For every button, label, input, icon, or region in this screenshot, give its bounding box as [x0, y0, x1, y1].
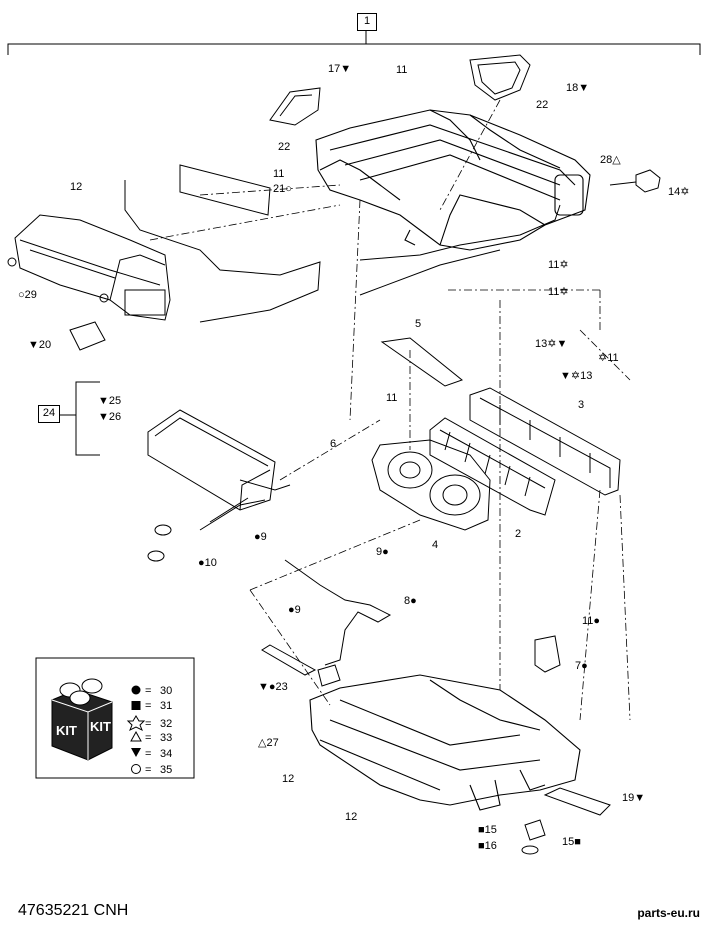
svg-text:=: = — [145, 718, 151, 730]
callout-27: △27 — [258, 737, 279, 749]
callout-11: 11● — [582, 615, 600, 627]
part-8-pipe — [284, 559, 392, 666]
callout-11: 11 — [386, 392, 397, 404]
legend-number: 30 — [160, 685, 172, 697]
legend-number: 35 — [160, 764, 172, 776]
callout-11: ✡11 — [598, 352, 619, 364]
callout-22: 22 — [278, 141, 290, 153]
callout-12: 12 — [70, 181, 82, 193]
svg-text:=: = — [145, 685, 151, 697]
kit-box-icon: KIT KIT — [51, 678, 113, 761]
part-18-gasket — [469, 54, 531, 101]
kit-label-left: KIT — [56, 723, 77, 738]
heater-core — [147, 409, 291, 562]
callout-16: ■16 — [478, 840, 497, 852]
legend-row-32: = 32 — [126, 715, 172, 732]
callout-9: ●9 — [254, 531, 267, 543]
legend-number: 34 — [160, 748, 172, 760]
callout-17: 17▼ — [328, 63, 351, 75]
callout-19: 19▼ — [622, 792, 645, 804]
legend-number: 31 — [160, 700, 172, 712]
callout-6: 6 — [330, 438, 336, 450]
part-17-flap — [269, 87, 321, 126]
callout-2: 2 — [515, 528, 521, 540]
part-7-actuator — [534, 635, 561, 673]
callout-18: 18▼ — [566, 82, 589, 94]
callout-11: 11✡ — [548, 259, 569, 271]
callout-15: 15■ — [562, 836, 581, 848]
top-bracket-line — [7, 43, 701, 55]
legend-row-34: = 34 — [131, 748, 172, 760]
svg-text:=: = — [145, 748, 151, 760]
svg-text:=: = — [145, 700, 151, 712]
callout-12: 12 — [345, 811, 357, 823]
callout-9: 9● — [376, 546, 389, 558]
callout-28: 28△ — [600, 154, 621, 166]
legend-row-33: = 33 — [130, 730, 172, 744]
callout-29: ○29 — [18, 289, 37, 301]
lower-housing — [309, 674, 581, 811]
part-14-knob — [635, 169, 661, 193]
callout-8: 8● — [404, 595, 417, 607]
callout-26: ▼26 — [98, 411, 121, 423]
callout-23: ▼●23 — [258, 681, 288, 693]
legend-number: 33 — [160, 732, 172, 744]
part-20-plate — [69, 321, 106, 351]
callout-11: 11 — [273, 168, 284, 180]
part-number-footer: 47635221 CNH — [18, 902, 129, 919]
sub-assembly-bracket — [75, 381, 100, 456]
callout-13: ▼✡13 — [560, 370, 592, 382]
callout-11: 11✡ — [548, 286, 569, 298]
upper-housing — [315, 109, 591, 251]
legend-row-35: = 35 — [131, 764, 172, 776]
callout-10: ●10 — [198, 557, 217, 569]
callout-7: 7● — [575, 660, 588, 672]
callout-21: 21○ — [273, 183, 292, 195]
callout-22: 22 — [536, 99, 548, 111]
part-4-blower — [371, 439, 491, 531]
watermark: parts-eu.ru — [637, 906, 700, 920]
callout-15: ■15 — [478, 824, 497, 836]
callout-25: ▼25 — [98, 395, 121, 407]
left-duct — [7, 214, 171, 321]
part-2-filter — [429, 417, 556, 516]
assembly-ref-box: 1 — [357, 13, 377, 31]
callout-4: 4 — [432, 539, 438, 551]
callout-13: 13✡▼ — [535, 338, 567, 350]
part-19-gasket — [543, 787, 611, 816]
callout-5: 5 — [415, 318, 421, 330]
wire-harness — [124, 180, 321, 323]
legend-row-31: = 31 — [131, 700, 172, 712]
callout-9: ●9 — [288, 604, 301, 616]
callout-11: 11 — [396, 64, 407, 76]
svg-text:=: = — [145, 764, 151, 776]
callout-3: 3 — [578, 399, 584, 411]
callout-14: 14✡ — [668, 186, 689, 198]
part-5-strip — [380, 337, 464, 387]
callout-20: ▼20 — [28, 339, 51, 351]
sub-assembly-ref-box: 24 — [38, 405, 60, 423]
svg-text:=: = — [145, 732, 151, 744]
legend-row-30: = 30 — [131, 685, 172, 697]
legend-number: 32 — [160, 718, 172, 730]
part-21-plate — [179, 164, 271, 216]
kit-label-right: KIT — [90, 719, 111, 734]
callout-12: 12 — [282, 773, 294, 785]
